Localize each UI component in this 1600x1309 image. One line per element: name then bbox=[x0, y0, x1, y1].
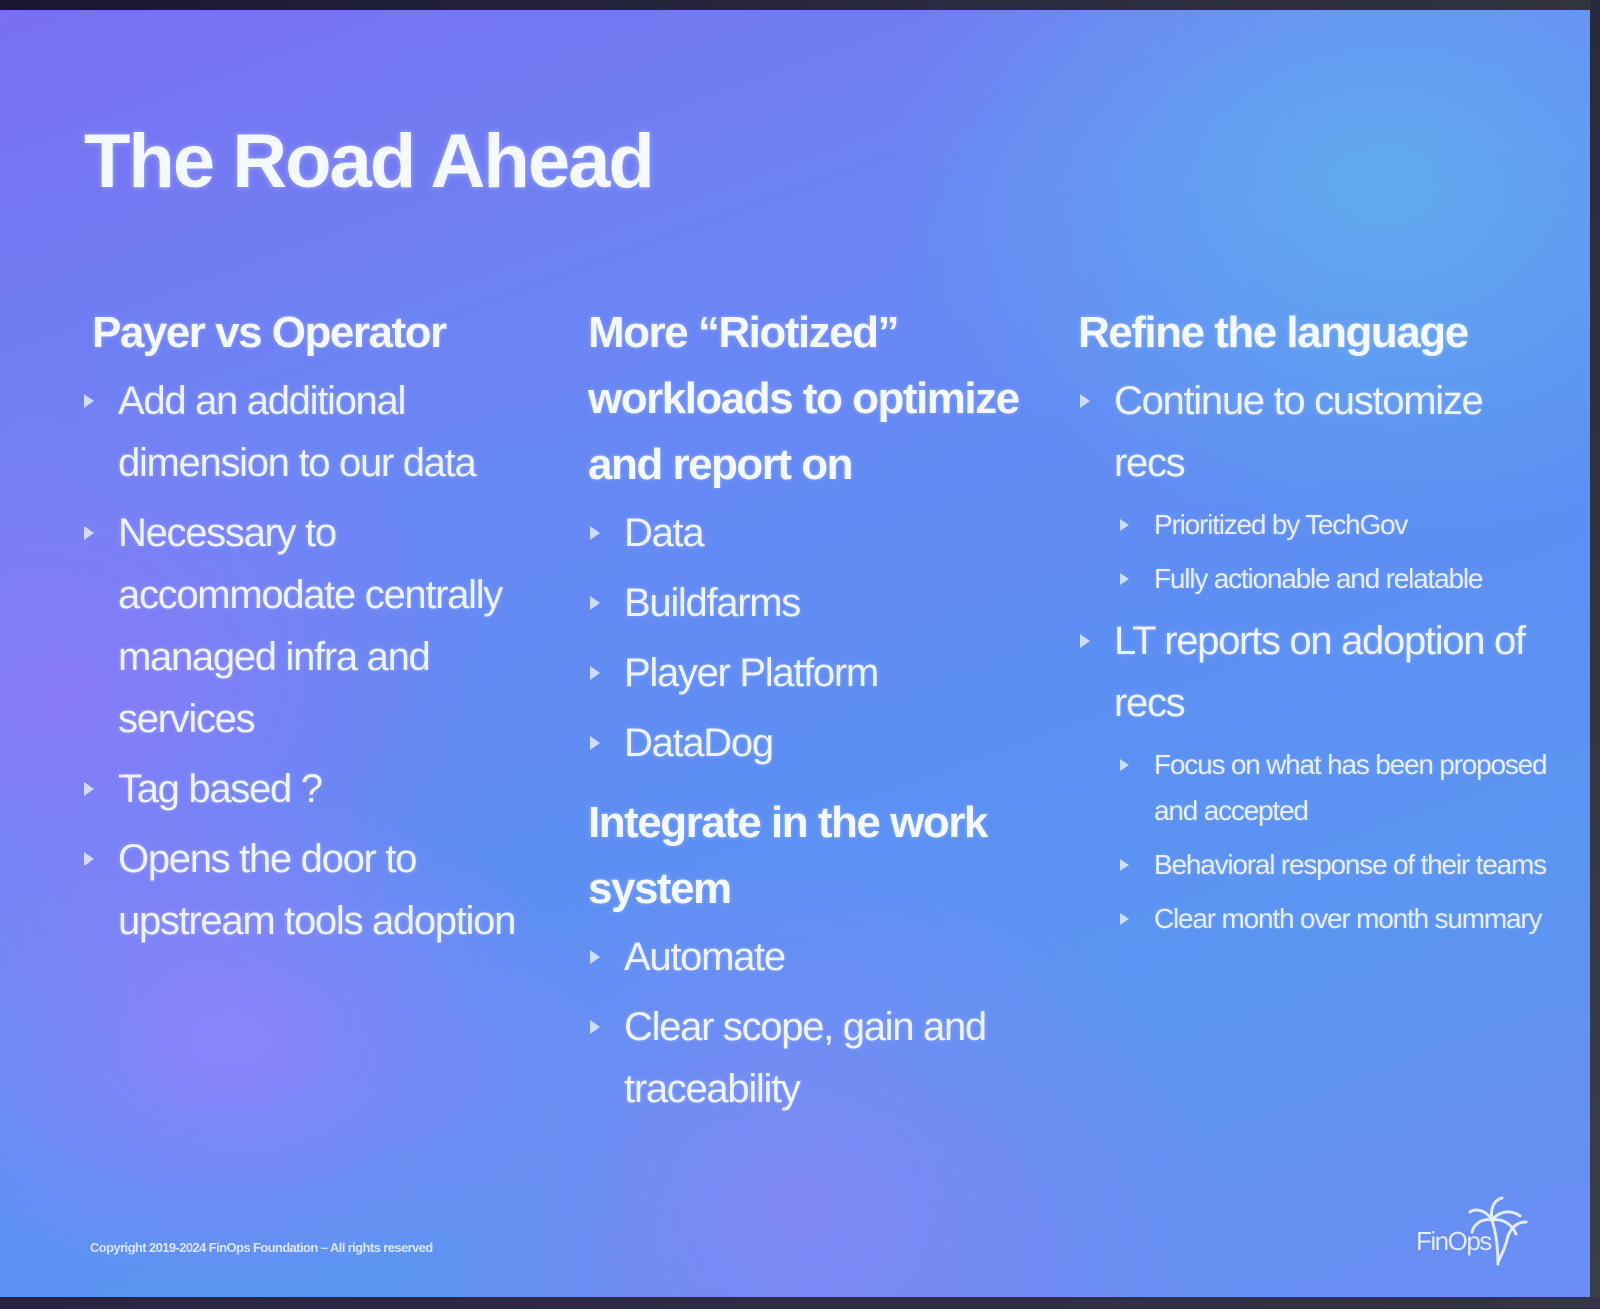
bullet-list-2: LT reports on adoption of recs bbox=[1078, 610, 1558, 734]
bullet-item: Clear scope, gain and traceability bbox=[588, 996, 1038, 1120]
bullet-item: Automate bbox=[588, 926, 1038, 988]
bullet-arrow-icon bbox=[590, 596, 600, 610]
bullet-arrow-icon bbox=[84, 526, 94, 540]
slide-title: The Road Ahead bbox=[84, 119, 655, 204]
bullet-arrow-icon bbox=[590, 666, 600, 680]
bullet-arrow-icon bbox=[84, 852, 94, 866]
column-heading-2: Integrate in the work system bbox=[588, 798, 988, 913]
sub-bullet-list: Prioritized by TechGov Fully actionable … bbox=[1078, 502, 1558, 602]
sub-bullet-arrow-icon bbox=[1120, 759, 1129, 771]
sub-bullet-text: Prioritized by TechGov bbox=[1154, 509, 1408, 540]
sub-bullet-item: Fully actionable and relatable bbox=[1118, 556, 1558, 602]
column-riotized-workloads: More “Riotized” workloads to optimize an… bbox=[588, 300, 1038, 1128]
column-payer-vs-operator: Payer vs Operator Add an additional dime… bbox=[84, 300, 562, 960]
column-heading: Refine the language bbox=[1078, 308, 1469, 357]
sub-bullet-arrow-icon bbox=[1120, 519, 1129, 531]
sub-bullet-item: Focus on what has been proposed and acce… bbox=[1118, 742, 1558, 834]
bullet-list: Continue to customize recs bbox=[1078, 370, 1558, 494]
bullet-arrow-icon bbox=[590, 526, 600, 540]
copyright-notice: Copyright 2019-2024 FinOps Foundation – … bbox=[90, 1240, 433, 1255]
sub-bullet-arrow-icon bbox=[1120, 859, 1129, 871]
sub-bullet-text: Behavioral response of their teams bbox=[1154, 849, 1547, 880]
finops-logo: FinOps bbox=[1416, 1196, 1536, 1266]
bullet-text: Clear scope, gain and traceability bbox=[624, 1005, 987, 1111]
sub-bullet-text: Clear month over month summary bbox=[1154, 903, 1542, 934]
bullet-item: Tag based ? bbox=[82, 758, 562, 820]
bullet-text: LT reports on adoption of recs bbox=[1114, 619, 1526, 725]
bullet-text: Necessary to accommodate centrally manag… bbox=[118, 511, 503, 741]
sub-bullet-list-2: Focus on what has been proposed and acce… bbox=[1078, 742, 1558, 942]
sub-bullet-item: Behavioral response of their teams bbox=[1118, 842, 1558, 888]
sub-bullet-text: Fully actionable and relatable bbox=[1154, 563, 1483, 594]
screen-frame-top bbox=[0, 0, 1600, 10]
bullet-text: Add an additional dimension to our data bbox=[118, 379, 477, 485]
screen-frame-bottom bbox=[0, 1297, 1600, 1309]
sub-bullet-arrow-icon bbox=[1120, 573, 1129, 585]
bullet-item: DataDog bbox=[588, 712, 1038, 774]
bullet-text: DataDog bbox=[624, 721, 774, 765]
sub-bullet-item: Clear month over month summary bbox=[1118, 896, 1558, 942]
column-refine-language: Refine the language Continue to customiz… bbox=[1078, 300, 1558, 950]
column-heading: Payer vs Operator bbox=[92, 308, 447, 357]
bullet-arrow-icon bbox=[1080, 634, 1090, 648]
bullet-text: Buildfarms bbox=[624, 581, 801, 625]
bullet-arrow-icon bbox=[590, 736, 600, 750]
bullet-arrow-icon bbox=[590, 1020, 600, 1034]
bullet-item: Player Platform bbox=[588, 642, 1038, 704]
bullet-text: Tag based ? bbox=[118, 767, 323, 811]
sub-bullet-text: Focus on what has been proposed and acce… bbox=[1154, 749, 1548, 826]
bullet-text: Player Platform bbox=[624, 651, 879, 695]
sub-bullet-arrow-icon bbox=[1120, 913, 1129, 925]
bullet-list: Data Buildfarms Player Platform DataDog bbox=[588, 502, 1038, 774]
bullet-item: Buildfarms bbox=[588, 572, 1038, 634]
bullet-arrow-icon bbox=[1080, 394, 1090, 408]
bullet-item: Add an additional dimension to our data bbox=[82, 370, 562, 494]
bullet-item: Opens the door to upstream tools adoptio… bbox=[82, 828, 562, 952]
bullet-arrow-icon bbox=[590, 950, 600, 964]
screen-frame-right bbox=[1590, 0, 1600, 1309]
bullet-item: Continue to customize recs bbox=[1078, 370, 1558, 494]
bullet-arrow-icon bbox=[84, 394, 94, 408]
bullet-text: Automate bbox=[624, 935, 786, 979]
palm-tree-icon bbox=[1468, 1196, 1528, 1266]
column-heading: More “Riotized” workloads to optimize an… bbox=[588, 308, 1020, 489]
bullet-item: LT reports on adoption of recs bbox=[1078, 610, 1558, 734]
bullet-item: Data bbox=[588, 502, 1038, 564]
bullet-list-2: Automate Clear scope, gain and traceabil… bbox=[588, 926, 1038, 1120]
bullet-text: Opens the door to upstream tools adoptio… bbox=[118, 837, 516, 943]
bullet-arrow-icon bbox=[84, 782, 94, 796]
bullet-list: Add an additional dimension to our data … bbox=[84, 370, 562, 952]
sub-bullet-item: Prioritized by TechGov bbox=[1118, 502, 1558, 548]
bullet-text: Data bbox=[624, 511, 705, 555]
bullet-item: Necessary to accommodate centrally manag… bbox=[82, 502, 562, 750]
logo-text: FinOps bbox=[1416, 1226, 1492, 1256]
bullet-text: Continue to customize recs bbox=[1114, 379, 1484, 485]
